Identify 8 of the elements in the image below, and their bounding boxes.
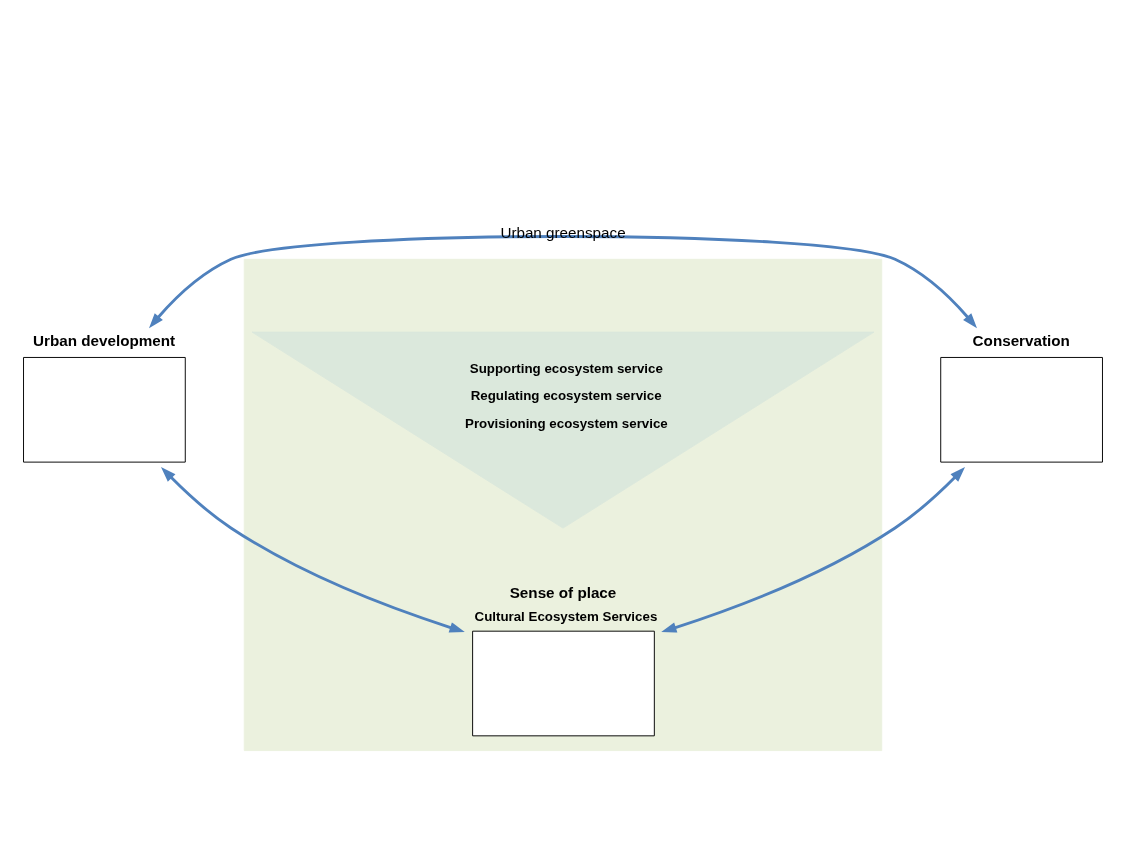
node-label: Urban development [33, 331, 176, 349]
node-label: Conservation [972, 331, 1070, 349]
arrow [149, 235, 977, 329]
node-label: Cultural Ecosystem Services [474, 608, 658, 624]
cluster [243, 258, 883, 752]
arrow [661, 466, 965, 633]
arrow [161, 466, 465, 633]
node-label: Sense of place [509, 583, 617, 601]
